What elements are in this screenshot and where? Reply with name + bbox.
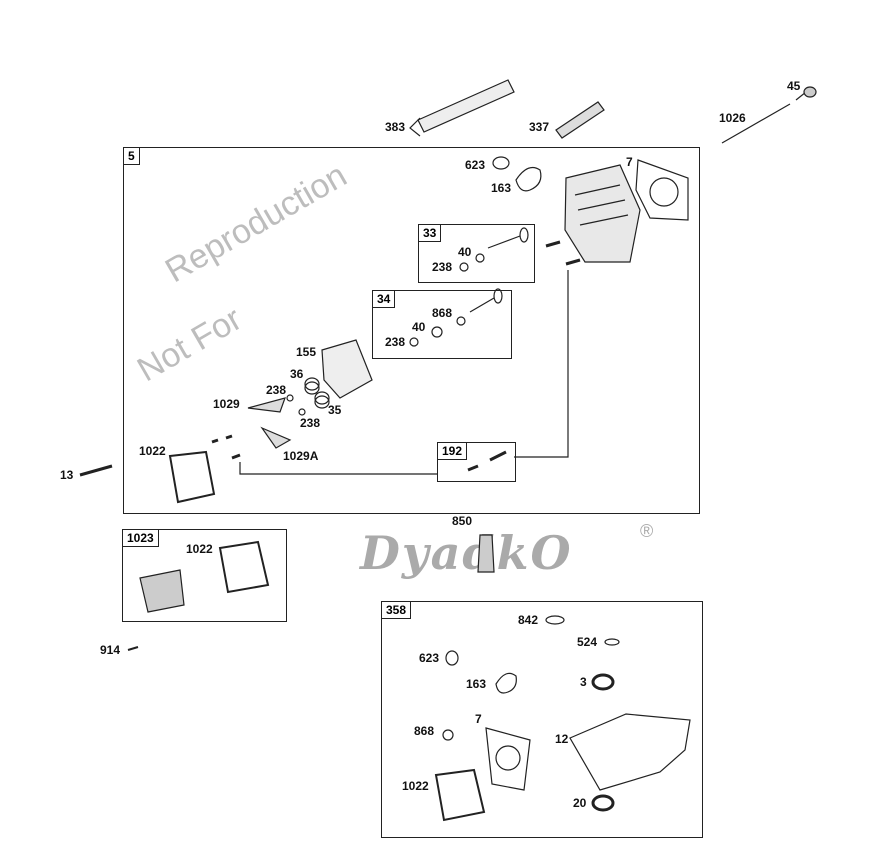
callout-155: 155 [296,345,317,359]
breather-gasket-icon [515,167,542,192]
box-gasket-set: 358 [381,601,703,838]
spark-plug-icon [555,101,605,139]
callout-1029: 1029 [213,397,240,411]
box-tag: 34 [372,290,396,308]
rocker-arm-icon [247,397,286,413]
brand-logo: DyadkO [360,526,573,580]
callout-7: 7 [475,712,482,726]
callout-238: 238 [432,260,453,274]
cover-gasket-icon [434,768,486,822]
callout-13: 13 [60,468,74,482]
callout-45: 45 [787,79,801,93]
box-tag: 358 [381,601,412,619]
registered-mark: ® [640,521,654,541]
callout-868: 868 [432,306,453,320]
spring-icon [304,377,330,409]
box-tag: 1023 [122,529,159,547]
callout-36: 36 [290,367,304,381]
callout-1026: 1026 [719,111,746,125]
callout-238: 238 [266,383,287,397]
box-cover-kit: 1023 [122,529,287,622]
head-gasket-icon [635,159,689,221]
box-intake-valve: 33 [418,224,535,283]
box-exhaust-valve: 34 [372,290,512,359]
cylinder-head-icon [564,164,641,263]
callout-623: 623 [419,651,440,665]
callout-40: 40 [412,320,426,334]
callout-868: 868 [414,724,435,738]
box-rocker-stud: 192 [437,442,516,482]
screw-icon [795,86,817,101]
valve-icon [469,297,495,313]
sealant-tube-icon [477,534,495,573]
bolt-icon [79,464,113,477]
callout-850: 850 [452,514,473,528]
rocker-plate-icon [321,339,373,399]
callout-337: 337 [529,120,550,134]
box-tag: 5 [123,147,140,165]
callout-238: 238 [300,416,321,430]
callout-20: 20 [573,796,587,810]
callout-842: 842 [518,613,539,627]
tube-part-icon [409,79,515,137]
callout-35: 35 [328,403,342,417]
cover-gasket-icon [218,540,270,594]
callout-238: 238 [385,335,406,349]
callout-383: 383 [385,120,406,134]
box-cylinder-head: 5 [123,147,700,514]
crankcase-gasket-icon [569,713,691,791]
callout-1022: 1022 [139,444,166,458]
box-tag: 33 [418,224,442,242]
callout-1029a: 1029A [283,449,319,463]
callout-623: 623 [465,158,486,172]
callout-163: 163 [466,677,487,691]
callout-12: 12 [555,732,569,746]
callout-7: 7 [626,155,633,169]
oring-icon [492,156,510,170]
callout-1022: 1022 [186,542,213,556]
callout-1022: 1022 [402,779,429,793]
cover-gasket-icon [168,450,216,504]
screw-icon [127,646,139,651]
head-gasket-icon [485,727,531,791]
callout-3: 3 [580,675,587,689]
callout-40: 40 [458,245,472,259]
rocker-arm-icon [260,426,292,449]
valve-cover-icon [139,569,185,613]
box-tag: 192 [437,442,468,460]
callout-163: 163 [491,181,512,195]
pushrod-icon [721,103,791,144]
valve-icon [487,235,521,249]
callout-914: 914 [100,643,121,657]
callout-524: 524 [577,635,598,649]
